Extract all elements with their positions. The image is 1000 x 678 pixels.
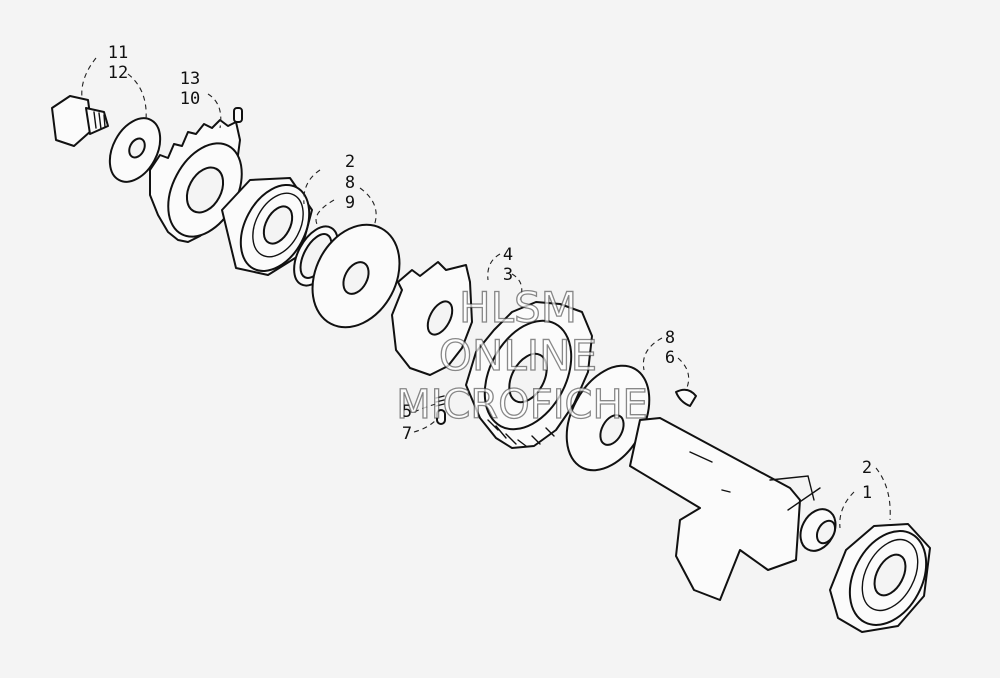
callout-2-upper: 2: [345, 152, 355, 172]
callout-9: 9: [345, 193, 355, 213]
callout-2-lower: 2: [862, 458, 872, 478]
callout-12: 12: [108, 63, 128, 83]
callout-7: 7: [402, 424, 412, 444]
watermark: HLSM ONLINE MICROFICHE: [396, 282, 649, 428]
ratchet-collar: [391, 261, 473, 376]
woodruff-key: [675, 388, 697, 407]
spring: [435, 395, 445, 407]
callout-10: 10: [180, 89, 200, 109]
washer-large: [311, 223, 401, 329]
callout-11: 11: [108, 43, 128, 63]
callout-13: 13: [180, 69, 200, 89]
callout-4: 4: [503, 245, 513, 265]
leader-lines: [81, 57, 891, 529]
kick-shaft: [629, 417, 837, 601]
callout-5: 5: [402, 402, 412, 422]
pin: [233, 107, 243, 123]
watermark-line-3: MICROFICHE: [396, 382, 648, 428]
kick-gear: [465, 301, 593, 449]
detent-ball: [436, 409, 446, 425]
washer-small: [108, 117, 162, 183]
callout-6: 6: [665, 348, 675, 368]
callout-labels: 11 12 13 10 2 8 9 4 3 5 7 8 6 2 1: [108, 43, 872, 503]
callout-8-lower: 8: [665, 328, 675, 348]
callout-8-upper: 8: [345, 173, 355, 193]
callout-1: 1: [862, 483, 872, 503]
callout-3: 3: [503, 265, 513, 285]
ball-bearing-lower: [829, 523, 931, 633]
watermark-line-1: HLSM: [459, 283, 577, 332]
flange-bolt: [51, 95, 109, 147]
ball-bearing-upper: [221, 177, 313, 276]
watermark-line-2: ONLINE: [439, 331, 597, 380]
